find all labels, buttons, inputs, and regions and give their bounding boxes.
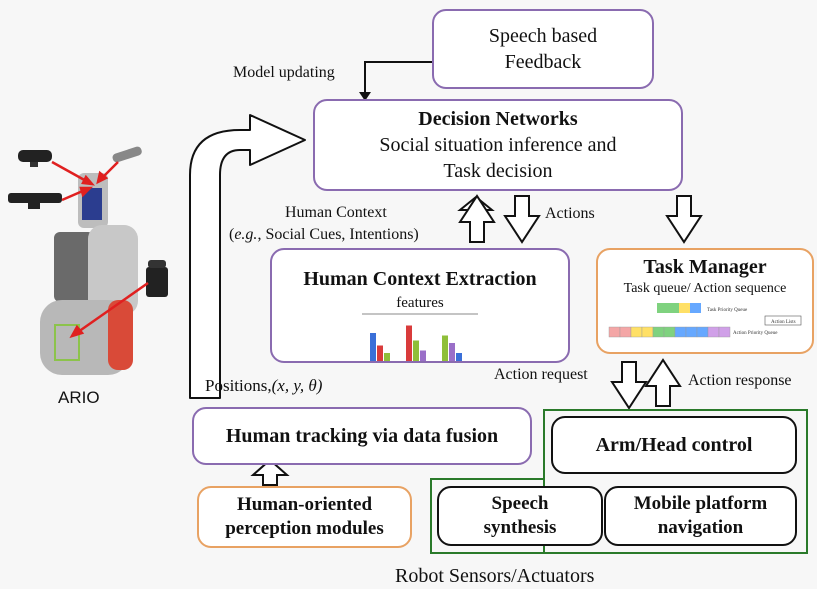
- human-context-up-arrow-2: [458, 194, 496, 243]
- action-queue-cell: [685, 326, 698, 338]
- action-queue-cell: [641, 326, 654, 338]
- action-request-label: Action request: [494, 366, 588, 383]
- action-response-label: Action response: [688, 372, 792, 389]
- action-queue-cell: [696, 326, 709, 338]
- feature-bar: [456, 353, 462, 361]
- mobile-navigation-line2: navigation: [657, 517, 744, 538]
- feature-bar: [420, 350, 426, 361]
- action-queue-cell: [718, 326, 731, 338]
- perception-line1: Human-oriented: [236, 494, 373, 515]
- speech-synthesis-box: Speech synthesis: [437, 486, 603, 546]
- hce-title: Human Context Extraction: [303, 268, 537, 290]
- task-manager-subtitle: Task queue/ Action sequence: [623, 281, 787, 296]
- action-queue-cell: [619, 326, 632, 338]
- human-tracking-text: Human tracking via data fusion: [225, 424, 499, 447]
- action-queue-cell: [630, 326, 643, 338]
- sensor-pointer-arrows: [51, 160, 149, 339]
- positions-label: Positions,(x, y, θ): [205, 376, 322, 396]
- action-queue-cell: [652, 326, 665, 338]
- examples-rest: , Social Cues, Intentions): [257, 226, 419, 243]
- actuators-group-frame-lower: [430, 478, 545, 554]
- feature-bar: [377, 345, 383, 361]
- actions-down-arrow: [503, 195, 541, 244]
- features-mini-chart: [362, 313, 478, 361]
- arm-head-control-text: Arm/Head control: [595, 433, 753, 456]
- feature-bar: [442, 335, 448, 361]
- camera-sensor-icon: [18, 150, 52, 167]
- feature-bar: [449, 343, 455, 361]
- feature-bar: [384, 353, 390, 361]
- eg-italic: e.g.: [234, 226, 258, 243]
- action-queue-cell: [707, 326, 720, 338]
- robot-body: [40, 173, 138, 375]
- hce-features-label: features: [396, 295, 444, 311]
- microphone-sensor-icon: [112, 146, 142, 163]
- feature-bar: [370, 333, 376, 361]
- positions-text: Positions,: [205, 376, 272, 395]
- mobile-navigation-box: Mobile platform navigation: [604, 486, 797, 546]
- feature-bar: [413, 340, 419, 361]
- model-updating-arrowhead: [359, 92, 371, 101]
- robot-name-label: ARIO: [58, 388, 100, 407]
- arm-head-control-box: Arm/Head control: [551, 416, 797, 474]
- mobile-navigation-line1: Mobile platform: [633, 493, 768, 514]
- speech-synthesis-line1: Speech: [491, 493, 549, 514]
- action-queue-cell: [663, 326, 676, 338]
- human-tracking-box: Human tracking via data fusion: [192, 407, 532, 465]
- decision-networks-line2: Task decision: [443, 160, 553, 182]
- perception-up-arrow: [250, 458, 290, 486]
- action-queue-cell: [608, 326, 621, 338]
- decision-networks-box: Decision Networks Social situation infer…: [313, 99, 683, 191]
- robot-sensors-actuators-label: Robot Sensors/Actuators: [395, 565, 595, 587]
- perception-line2: perception modules: [225, 518, 384, 539]
- positions-flow-arrow: [189, 114, 306, 399]
- human-context-examples-label: (e.g., Social Cues, Intentions): [229, 226, 419, 243]
- queue-cell: [668, 303, 679, 313]
- lidar-sensor-icon: [146, 260, 168, 297]
- task-manager-box: Task Manager Task queue/ Action sequence…: [596, 248, 814, 354]
- decision-networks-line1: Social situation inference and: [379, 134, 617, 156]
- actuators-group-frame: [543, 409, 808, 554]
- task-priority-queue-text: Task Priority Queue: [707, 308, 748, 313]
- action-priority-queue-text: Action Priority Queue: [733, 331, 778, 336]
- perception-modules-box: Human-oriented perception modules: [197, 486, 412, 548]
- speech-feedback-line2: Feedback: [504, 51, 582, 73]
- action-request-arrow: [610, 361, 648, 410]
- action-lists-text: Action Lists: [771, 320, 796, 325]
- queue-cell: [690, 303, 701, 313]
- positions-math: (x, y, θ): [271, 376, 323, 395]
- decision-networks-title: Decision Networks: [418, 108, 578, 130]
- human-context-label: Human Context: [285, 204, 387, 221]
- human-context-extraction-box: Human Context Extraction features: [270, 248, 570, 363]
- task-queue-diagram: Task Priority Queue Action Lists Action …: [608, 303, 802, 338]
- feature-bar: [406, 325, 412, 361]
- model-updating-label: Model updating: [233, 64, 335, 81]
- action-queue-cell: [674, 326, 687, 338]
- model-updating-arrow: [364, 61, 435, 96]
- speech-feedback-box: Speech based Feedback: [432, 9, 654, 89]
- queue-cell: [679, 303, 690, 313]
- speech-feedback-line1: Speech based: [488, 25, 598, 47]
- task-manager-title: Task Manager: [643, 256, 767, 278]
- actions-label: Actions: [545, 205, 595, 222]
- action-lists-box: [764, 315, 802, 326]
- task-manager-down-arrow: [665, 195, 703, 244]
- speech-synthesis-line2: synthesis: [483, 517, 557, 538]
- action-response-arrow: [644, 358, 682, 407]
- depth-sensor-icon: [8, 193, 62, 209]
- queue-cell: [657, 303, 668, 313]
